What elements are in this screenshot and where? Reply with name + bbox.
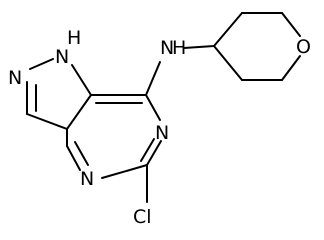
bond-n6-c5 [146, 140, 162, 166]
bond-c7-n6 [145, 94, 161, 121]
bond-c7-nh [145, 61, 161, 96]
bond-n4-c3a [66, 145, 81, 171]
bond-lines [26, 12, 301, 203]
atom-label-o: O [296, 36, 311, 58]
bond-c3-c3a [26, 113, 68, 130]
bond-oxane-1 [213, 12, 243, 47]
atom-label-h-amine: H [172, 37, 186, 59]
bond-oxane-4 [281, 55, 301, 81]
bond-c7a-n1 [71, 64, 92, 96]
atom-label-n-h1: N [55, 46, 69, 68]
atom-label-cl: Cl [133, 206, 152, 228]
bond-c3a-c7a [66, 94, 92, 130]
atom-label-n2: N [8, 67, 22, 89]
bond-oxane-6 [213, 45, 243, 81]
bond-nh-c4 [183, 45, 215, 49]
atom-label-n-pyrimidine-right: N [155, 122, 169, 144]
bond-oxane-3 [281, 12, 301, 37]
bond-n6-c5-inner [140, 138, 155, 162]
atom-label-n-amine: N [160, 37, 174, 59]
bond-n1-n2 [29, 58, 54, 70]
atom-label-h-h1: H [67, 27, 81, 49]
atom-label-n-pyrimidine-bottom: N [80, 168, 94, 190]
bond-c5-n4 [101, 164, 148, 179]
bond-n4-c3a-inner [74, 141, 89, 166]
molecule-structure-diagram: N H N N H N N Cl O [8, 12, 311, 228]
